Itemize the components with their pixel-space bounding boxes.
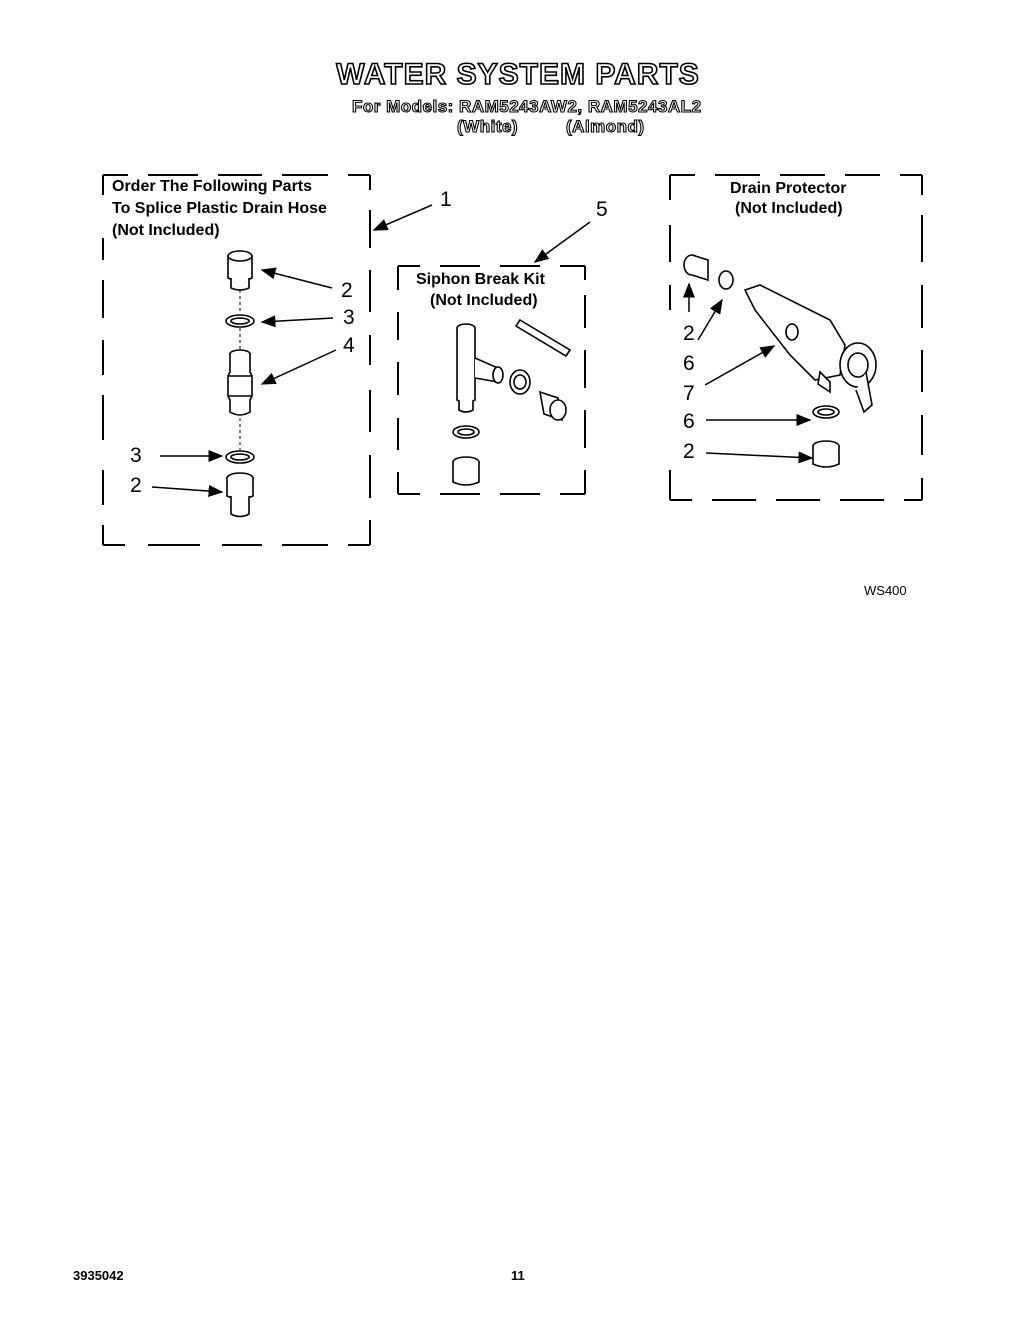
page-number: 11	[511, 1268, 525, 1283]
right-box-line2: (Not Included)	[735, 200, 843, 217]
right-box-border	[669, 174, 923, 501]
drain-protector-parts	[683, 254, 877, 468]
callout-4: 4	[343, 334, 355, 357]
page-title: WATER SYSTEM PARTS	[335, 57, 700, 92]
models-line: For Models: RAM5243AW2, RAM5243AL2	[351, 96, 702, 116]
siphon-parts	[452, 318, 572, 486]
callout-2-left-top: 2	[341, 279, 353, 302]
middle-box-border	[397, 265, 586, 495]
callout-6-right-bottom: 6	[683, 410, 695, 433]
left-parts	[225, 250, 255, 518]
right-box-line1: Drain Protector	[730, 180, 847, 197]
middle-box-line2: (Not Included)	[430, 292, 538, 309]
figure-code: WS400	[864, 583, 907, 598]
callout-2-right-bottom: 2	[683, 440, 695, 463]
variant-white: (White)	[456, 116, 519, 136]
callout-2-right-top: 2	[683, 322, 695, 345]
middle-box-line1: Siphon Break Kit	[416, 271, 545, 288]
left-box-line2: To Splice Plastic Drain Hose	[112, 200, 327, 217]
left-box-line1: Order The Following Parts	[112, 178, 313, 195]
leader-lines	[151, 204, 814, 498]
callout-2-left-bottom: 2	[130, 474, 142, 497]
callout-7: 7	[683, 382, 695, 405]
left-box-border	[102, 174, 371, 546]
left-box-line3: (Not Included)	[112, 222, 220, 239]
callout-3-left-top: 3	[343, 306, 355, 329]
callout-3-left-bottom: 3	[130, 444, 142, 467]
callout-6-right-top: 6	[683, 352, 695, 375]
doc-number: 3935042	[73, 1268, 124, 1283]
callout-5: 5	[596, 198, 608, 221]
callout-1: 1	[440, 188, 452, 211]
variant-almond: (Almond)	[565, 116, 645, 136]
